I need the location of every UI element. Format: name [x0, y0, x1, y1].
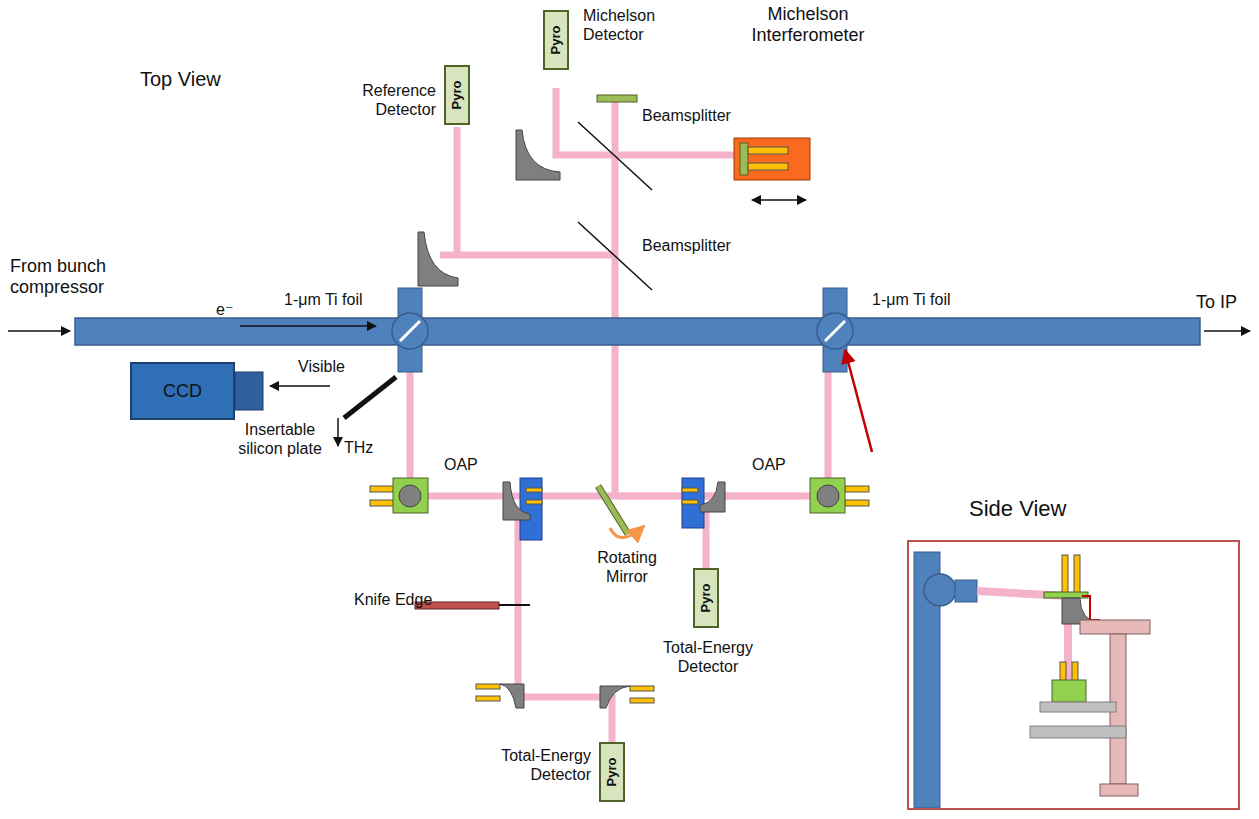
part-label: Beamsplitter: [642, 236, 752, 255]
part-label: 1-μm Ti foil: [872, 290, 982, 309]
rotating-mirror: [598, 486, 644, 538]
michelson-optics: [578, 95, 810, 290]
part-label: Insertable silicon plate: [226, 420, 334, 458]
side-view-illustration: [914, 552, 1150, 808]
pyro-detector: PyroMichelson Detector: [543, 10, 569, 70]
part-label: Visible: [298, 357, 368, 376]
part-label: Knife Edge: [354, 590, 454, 609]
beam-pipe: [8, 318, 1250, 345]
pointer-arrow: [845, 350, 872, 452]
device-name: Pyro: [699, 584, 713, 613]
pyro-detector: PyroTotal-Energy Detector: [599, 742, 625, 802]
detector-label: Michelson Detector: [583, 6, 673, 44]
parabolic-mirror: [418, 130, 725, 708]
device-name: CCD: [163, 382, 202, 401]
pyro-detector: PyroTotal-Energy Detector: [693, 568, 719, 628]
detector-label: Side View: [969, 496, 1149, 522]
part-label: OAP: [444, 455, 494, 474]
device-name: Pyro: [450, 81, 464, 110]
part-label: 1-μm Ti foil: [284, 290, 394, 309]
oap-mount: [370, 478, 869, 513]
ti-foil-cross: [392, 288, 853, 372]
part-label: Top View: [140, 68, 260, 91]
part-label: Rotating Mirror: [582, 548, 672, 586]
side-view-frame: Side View: [907, 540, 1240, 810]
thz-beam: [410, 88, 828, 742]
detector-label: Total-Energy Detector: [451, 746, 591, 784]
part-label: Michelson Interferometer: [748, 4, 868, 46]
part-label: e⁻: [216, 300, 246, 319]
part-label: THz: [344, 438, 384, 457]
part-label: To IP: [1196, 292, 1256, 313]
device-name: Pyro: [549, 26, 563, 55]
detector-label: Reference Detector: [316, 81, 436, 119]
pyro-detector: PyroReference Detector: [444, 65, 470, 125]
part-label: Beamsplitter: [642, 106, 752, 125]
detector-label: Total-Energy Detector: [633, 638, 783, 676]
part-label: From bunch compressor: [10, 256, 150, 298]
part-label: OAP: [752, 455, 802, 474]
ccd-camera: CCD: [130, 362, 235, 420]
device-name: Pyro: [605, 758, 619, 787]
